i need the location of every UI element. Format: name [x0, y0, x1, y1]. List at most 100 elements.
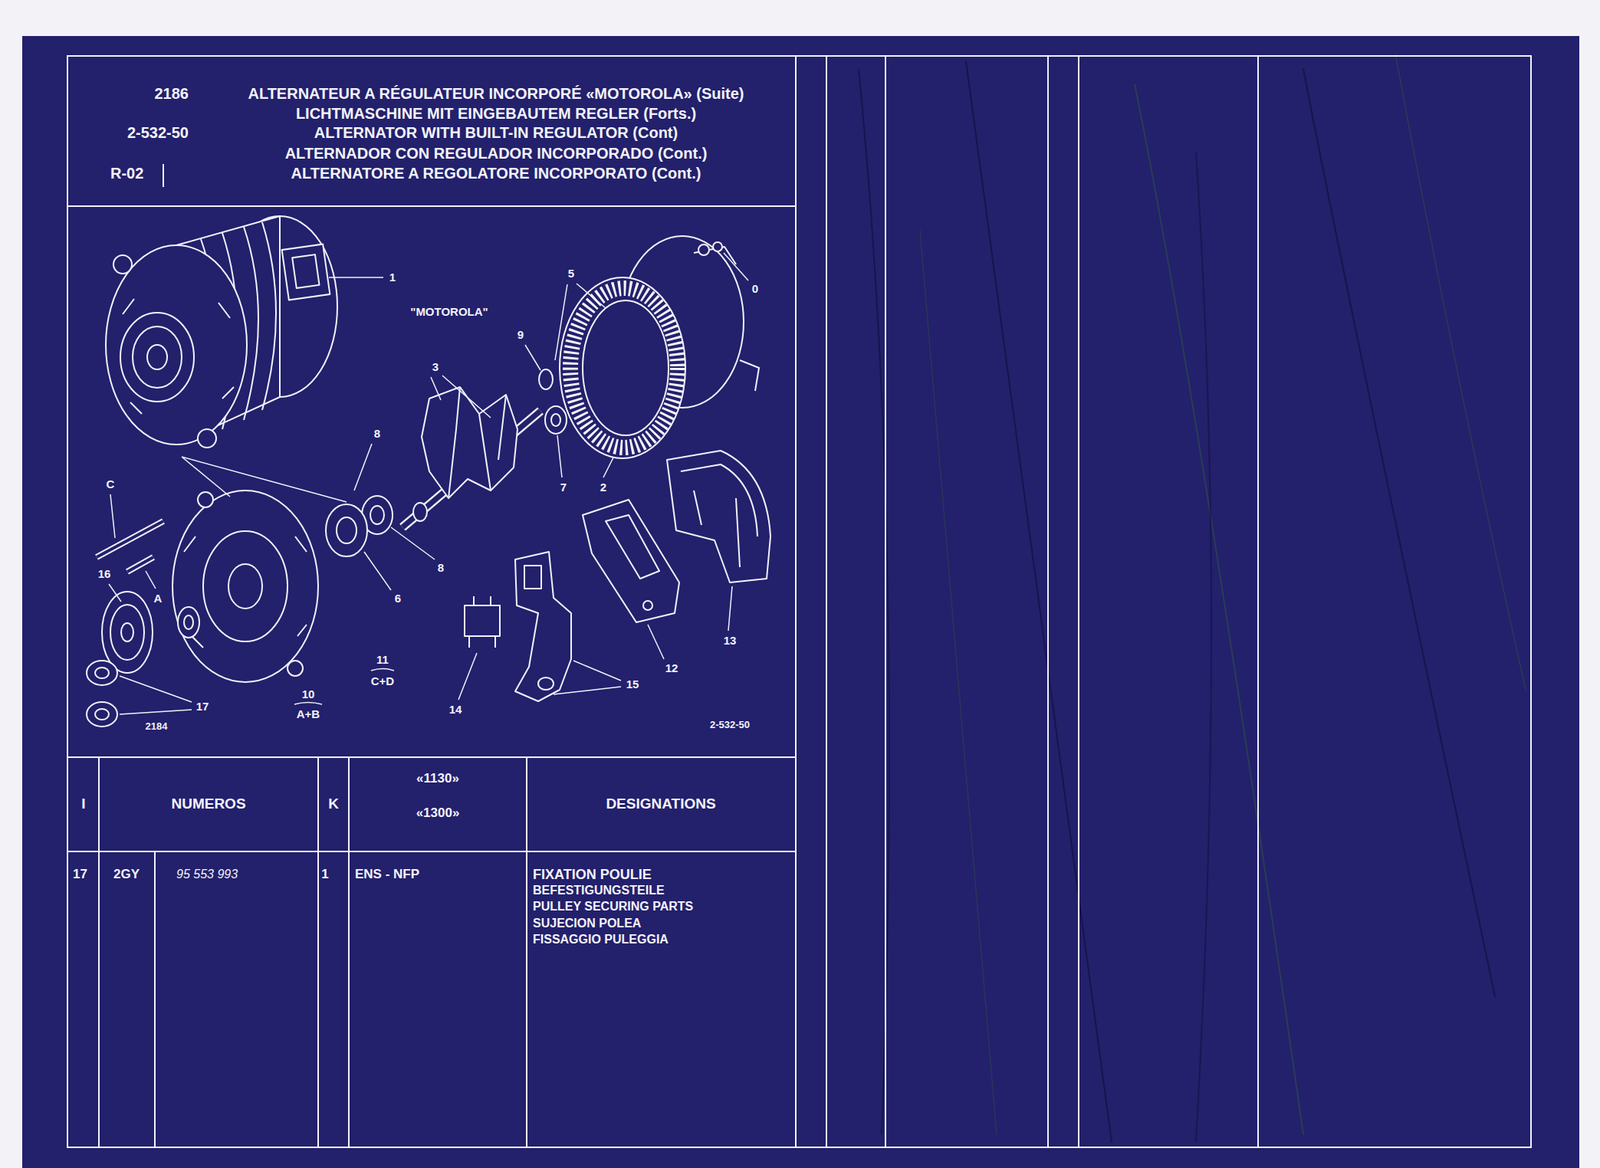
- leader-line: [603, 457, 614, 478]
- scratch: [919, 229, 997, 1135]
- nut: [86, 660, 118, 686]
- revision-code: R-02: [110, 164, 144, 183]
- brush-slot: [524, 565, 542, 589]
- leader-line: [728, 586, 733, 631]
- leader-line: [525, 344, 541, 371]
- cover-ribs: [680, 464, 758, 568]
- leader-line: [119, 676, 192, 715]
- exploded-view: [86, 216, 771, 727]
- table-column-line: [154, 851, 156, 1148]
- leader-line: [145, 571, 156, 589]
- callout-number: A: [154, 591, 163, 605]
- figure-number: 2-532-50: [709, 719, 750, 732]
- table-header: «1130»: [416, 771, 460, 787]
- callout-number: 7: [560, 480, 567, 494]
- scratch: [1134, 84, 1304, 1135]
- callout-number: 9: [517, 328, 524, 342]
- dark-ground: [22, 36, 1580, 1168]
- leader-line: [553, 660, 621, 695]
- catalog-code: 2186: [154, 85, 190, 103]
- callout-number: 11: [376, 653, 389, 667]
- table-column-line: [348, 757, 350, 1148]
- table-header: DESIGNATIONS: [605, 795, 716, 813]
- column-line: [1047, 55, 1049, 1148]
- table-header: I: [81, 795, 86, 813]
- designation: BEFESTIGUNGSTEILE: [532, 883, 665, 898]
- callout-number: 13: [723, 634, 737, 648]
- bearing: [545, 406, 567, 434]
- screw: [127, 557, 154, 572]
- stator-windings: [570, 288, 678, 448]
- shaft-hole: [228, 564, 263, 609]
- washer: [86, 702, 118, 727]
- designation: FISSAGGIO PULEGGIA: [532, 933, 669, 947]
- regulator-plate: [292, 254, 319, 289]
- group-brace: [371, 669, 395, 672]
- leader-line: [110, 494, 115, 539]
- spacer: [177, 607, 200, 638]
- leader-line: [555, 283, 606, 361]
- pulley-groove: [110, 604, 145, 661]
- table-column-line: [525, 757, 528, 1148]
- leader-line: [723, 252, 749, 281]
- pulley: [101, 591, 153, 674]
- callout-number: C: [106, 477, 115, 491]
- bearing-bore: [336, 517, 357, 544]
- scratch: [965, 61, 1112, 1143]
- rectifier-bracket: [582, 499, 680, 623]
- slip-ring: [413, 502, 428, 522]
- terminal: [538, 677, 554, 690]
- title-line: ALTERNATEUR A RÉGULATEUR INCORPORÉ «MOTO…: [247, 85, 744, 103]
- callout-number: 17: [196, 699, 210, 713]
- front-housing-outline: [172, 490, 319, 683]
- nut: [698, 244, 710, 256]
- callout-number: 8: [437, 561, 444, 575]
- designation: SUJECION POLEA: [532, 916, 641, 931]
- terminal: [643, 601, 653, 611]
- callout-number: 15: [626, 677, 640, 691]
- pulley-groove: [132, 326, 182, 388]
- brush-holder: [515, 551, 572, 702]
- figure-number: 2184: [145, 721, 168, 733]
- nut: [712, 242, 723, 252]
- table-column-line: [317, 757, 319, 1148]
- callout-number: 5: [568, 266, 575, 280]
- outer-frame: [67, 55, 1532, 1148]
- scratch: [1303, 68, 1495, 997]
- leader-line: [108, 584, 122, 602]
- regulator-pins: [469, 596, 496, 648]
- nut-bore: [95, 667, 109, 679]
- regulator-housing: [282, 244, 331, 301]
- stator-inner: [582, 300, 669, 436]
- table-column-line: [98, 757, 100, 1148]
- page-grid: [67, 55, 1532, 1148]
- housing-ears: [693, 246, 759, 391]
- front-housing: [172, 490, 319, 683]
- callout-number: 1: [389, 270, 396, 284]
- screw-core: [127, 557, 154, 572]
- callout-number: 0: [752, 282, 759, 296]
- row-line: [67, 756, 796, 759]
- pulley-hub: [121, 623, 134, 642]
- vent-slots: [183, 536, 307, 648]
- washer-bore: [95, 709, 109, 720]
- rear-cover: [666, 450, 771, 583]
- stator-group: [559, 236, 759, 459]
- set-letters: C+D: [371, 674, 395, 688]
- leader-line: [181, 456, 347, 503]
- spacer-bore: [183, 615, 194, 630]
- table-cell: ENS - NFP: [354, 867, 420, 883]
- table-cell: 17: [72, 867, 88, 883]
- revision-tick: [162, 164, 165, 188]
- catalog-code: 2-532-50: [127, 124, 189, 142]
- column-line: [1257, 55, 1259, 1148]
- leader-line: [458, 653, 477, 700]
- callout-number: 14: [449, 703, 463, 717]
- mounting-ear: [287, 660, 303, 677]
- make-label: "MOTOROLA": [410, 305, 488, 319]
- designation: PULLEY SECURING PARTS: [532, 900, 694, 914]
- washer: [538, 369, 553, 390]
- pulley-nut: [147, 344, 168, 370]
- callout-number: 12: [665, 661, 679, 675]
